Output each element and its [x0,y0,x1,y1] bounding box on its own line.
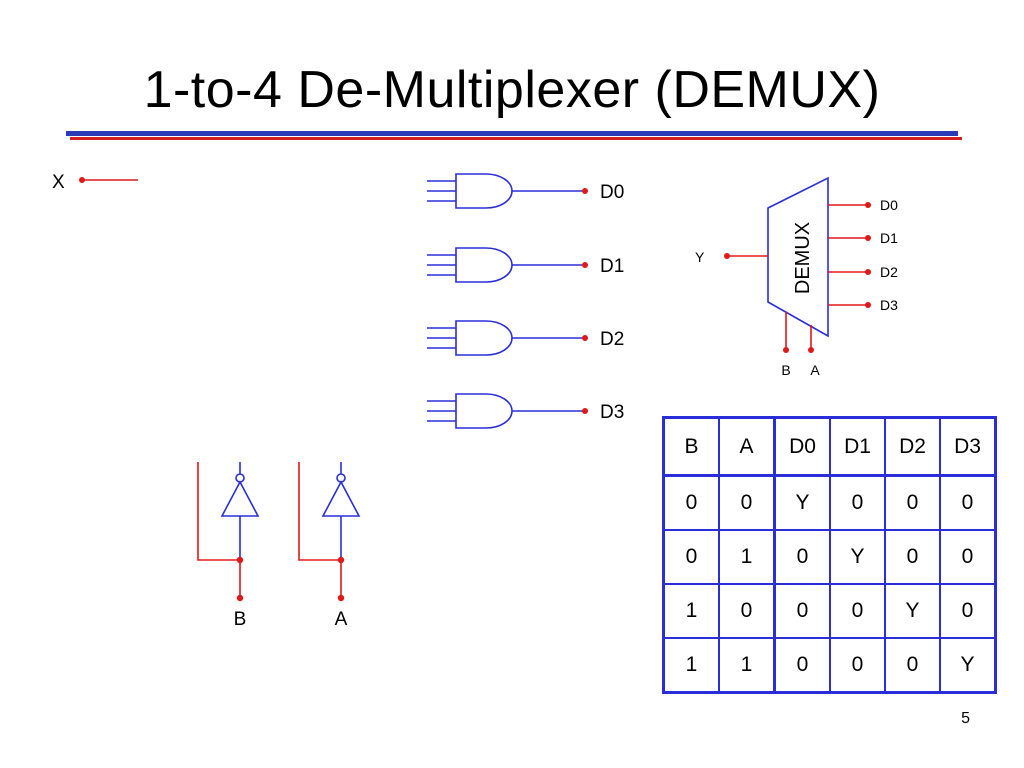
truth-table-cell: 0 [884,637,941,694]
demux-body-label: DEMUX [792,222,814,294]
truth-table-cell: 0 [939,474,997,531]
demux-select-b-terminal [783,347,789,353]
output-label: D0 [600,182,624,203]
input-x: X [52,172,138,193]
and-gate-output-terminal [582,188,588,194]
inverter-a-triangle [321,480,361,517]
and-gate-body [455,393,513,429]
title-rule-red [70,137,962,140]
truth-table-header: D0 [773,416,831,477]
truth-table-cell: 1 [718,637,776,694]
truth-table-cell: Y [829,529,886,585]
demux-select-b-label: B [781,362,790,378]
and-gate-body [455,247,513,283]
truth-table-header: B [662,416,720,477]
truth-table-cell: 0 [718,474,776,531]
truth-table-header: A [718,416,776,477]
select-b-terminal [236,594,244,602]
output-label: D1 [600,256,624,277]
truth-table-header: D2 [884,416,941,477]
and-gate-output-terminal [582,262,588,268]
demux-output-label: D2 [880,264,898,280]
demux-select-a-terminal [808,347,814,353]
select-b-true-wire [197,462,240,561]
truth-table-header: D3 [939,416,997,477]
demux-output-terminal [865,202,871,208]
truth-table-cell: 1 [662,583,720,639]
truth-table-cell: 0 [829,474,886,531]
truth-table-cell: Y [773,474,831,531]
truth-table-cell: 0 [773,583,831,639]
truth-table-cell: 1 [662,637,720,694]
demux-select-a-label: A [810,362,820,378]
inverter-a: A [298,462,361,630]
input-x-label: X [52,172,65,193]
truth-table-header-row: B A D0 D1 D2 D3 [662,416,997,477]
truth-table-cell: 0 [829,583,886,639]
and-gate-1: D1 [427,247,624,283]
inverter-b: B [197,462,260,630]
and-gate-0: D0 [427,173,624,209]
title-rule-blue [66,131,958,136]
inverter-b-triangle [220,480,260,517]
truth-table-row: 1 1 0 0 0 Y [662,637,997,694]
truth-table-cell: Y [939,637,997,694]
and-gate-2: D2 [427,320,624,356]
truth-table-row: 1 0 0 0 Y 0 [662,583,997,639]
truth-table: B A D0 D1 D2 D3 0 0 Y 0 0 0 0 1 0 Y 0 0 … [662,416,997,694]
demux-output-terminal [865,235,871,241]
select-b-junction [236,556,244,564]
truth-table-cell: 0 [662,529,720,585]
truth-table-cell: Y [884,583,941,639]
demux-output-terminal [865,269,871,275]
select-a-junction [337,556,345,564]
output-label: D2 [600,329,624,350]
select-a-terminal [337,594,345,602]
truth-table-cell: 0 [939,529,997,585]
and-gate-3: D3 [427,393,624,429]
truth-table-cell: 0 [884,529,941,585]
demux-output-label: D0 [880,197,898,213]
truth-table-cell: 0 [718,583,776,639]
truth-table-cell: 0 [829,637,886,694]
truth-table-cell: 0 [662,474,720,531]
truth-table-cell: 1 [718,529,776,585]
truth-table-cell: 0 [939,583,997,639]
truth-table-cell: 0 [884,474,941,531]
demux-body [767,176,829,338]
truth-table-row: 0 0 Y 0 0 0 [662,474,997,531]
and-gate-output-terminal [582,335,588,341]
slide-title: 1-to-4 De-Multiplexer (DEMUX) [143,61,881,119]
demux-input-terminal [724,253,730,259]
truth-table-cell: 0 [773,637,831,694]
demux-output-terminal [865,302,871,308]
truth-table-row: 0 1 0 Y 0 0 [662,529,997,585]
select-a-true-wire [298,462,341,561]
truth-table-cell: 0 [773,529,831,585]
select-a-label: A [335,609,348,630]
page-number: 5 [961,710,970,727]
and-gate-output-terminal [582,408,588,414]
demux-output-label: D3 [880,297,898,313]
demux-input-label: Y [695,249,705,265]
and-gate-body [455,173,513,209]
and-gate-body [455,320,513,356]
truth-table-header: D1 [829,416,886,477]
output-label: D3 [600,402,624,423]
demux-output-label: D1 [880,230,898,246]
select-b-label: B [234,609,247,630]
